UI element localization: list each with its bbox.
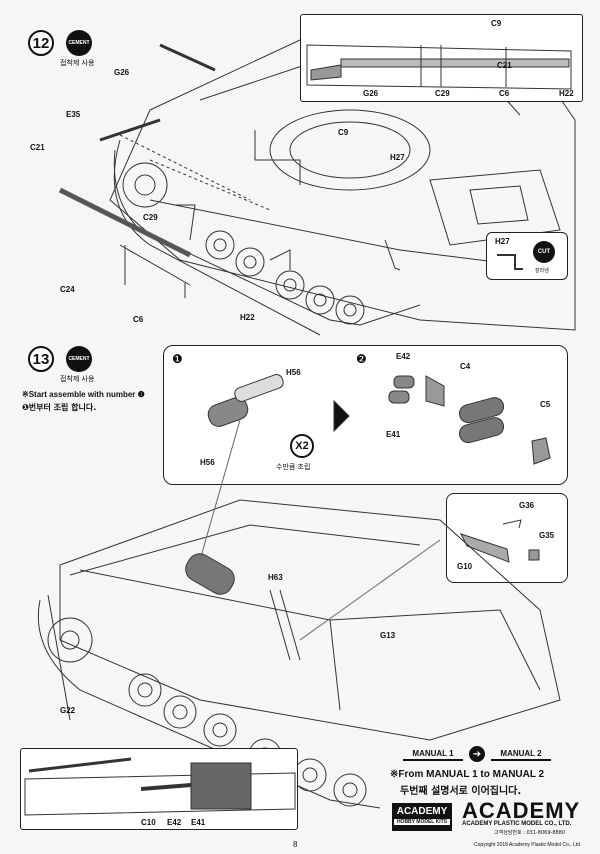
transition-note-ko: 두번째 설명서로 이어집니다. [400, 786, 522, 797]
cement-icon: CEMENT [66, 346, 92, 372]
quantity-badge: X2 [290, 434, 314, 458]
main-part-g13: G13 [380, 631, 396, 640]
academy-wordmark: ACADEMY [462, 798, 581, 823]
sub2-part-c4: C4 [460, 362, 471, 371]
manual-from-label: MANUAL 1 [403, 749, 463, 761]
part-label-g26: G26 [114, 68, 130, 77]
bottom-inset-panel: C10 E42 E41 [20, 748, 298, 830]
part-label-c24: C24 [60, 285, 75, 294]
company-name: ACADEMY PLASTIC MODEL CO., LTD. [462, 821, 572, 827]
part-label-c6: C6 [133, 315, 144, 324]
detail-part-g10: G10 [457, 562, 473, 571]
badge-title: ACADEMY [396, 806, 448, 817]
inset-panel-step12: C9 C21 G26 C29 C6 H22 [300, 14, 583, 102]
academy-badge-logo: ACADEMY HOBBY MODEL KITS [392, 803, 452, 831]
inset-label-c29: C29 [435, 89, 450, 98]
bottom-inset-drawing [24, 757, 296, 816]
inset-label-g26: G26 [363, 89, 379, 98]
cut-caption: 잘라냄 [535, 268, 549, 274]
detail-part-g36: G36 [519, 501, 535, 510]
sub2-marker: ❷ [356, 352, 367, 366]
cut-detail-panel: H27 CUT 잘라냄 [486, 232, 568, 280]
manual-to-label: MANUAL 2 [491, 749, 551, 761]
cement-icon: CEMENT [66, 30, 92, 56]
part-label-c9: C9 [338, 128, 349, 137]
step-number-12: 12 [28, 30, 54, 56]
part-label-h27: H27 [390, 153, 405, 162]
subassembly-drawing [207, 374, 551, 465]
inset-drawing [306, 44, 572, 90]
sub2-part-e42: E42 [396, 352, 411, 361]
part-label-c21: C21 [30, 143, 45, 152]
sub1-part-h56-bottom: H56 [200, 458, 215, 467]
part-label-e35: E35 [66, 110, 81, 119]
company-contact: 고객상담번호 : 031-8069-8880 [494, 830, 566, 836]
main-part-h63: H63 [268, 573, 283, 582]
main-part-g22: G22 [60, 706, 76, 715]
badge-sub: HOBBY MODEL KITS [394, 819, 450, 825]
step-number-13: 13 [28, 346, 54, 372]
sub2-part-c5: C5 [540, 400, 551, 409]
arrow-right-icon: ➔ [469, 746, 485, 762]
sub1-part-h56-top: H56 [286, 368, 301, 377]
transition-note-en: ※From MANUAL 1 to MANUAL 2 [390, 769, 545, 780]
inset-label-c21: C21 [497, 61, 512, 70]
cement-caption: 접착제 사용 [60, 59, 95, 67]
cement-caption: 접착제 사용 [60, 375, 95, 383]
detail-part-g35: G35 [539, 531, 555, 540]
bottom-label-e41: E41 [191, 818, 206, 827]
start-note-en: ※Start assemble with number ❶ [22, 390, 145, 399]
subassembly-panel: ❶ H56 H56 X2 수만큼 조립 ❷ E42 C4 E41 C5 [163, 345, 568, 485]
sub2-part-e41: E41 [386, 430, 401, 439]
page-number: 8 [293, 840, 298, 849]
bottom-label-e42: E42 [167, 818, 182, 827]
inset-label-c9: C9 [491, 19, 502, 28]
detail-panel: G36 G35 G10 [446, 493, 568, 583]
quantity-caption: 수만큼 조립 [276, 463, 311, 471]
sub1-marker: ❶ [172, 352, 183, 366]
inset-label-h22: H22 [559, 89, 574, 98]
inset-label-c6: C6 [499, 89, 510, 98]
cut-icon: CUT [533, 241, 555, 263]
bottom-label-c10: C10 [141, 818, 156, 827]
part-label-c29: C29 [143, 213, 158, 222]
start-note-ko: ❶번부터 조립 합니다. [22, 403, 97, 412]
cut-detail-part: H27 [495, 237, 510, 246]
copyright: Copyright 2018 Academy Plastic Model Co.… [474, 842, 582, 848]
part-label-h22: H22 [240, 313, 255, 322]
